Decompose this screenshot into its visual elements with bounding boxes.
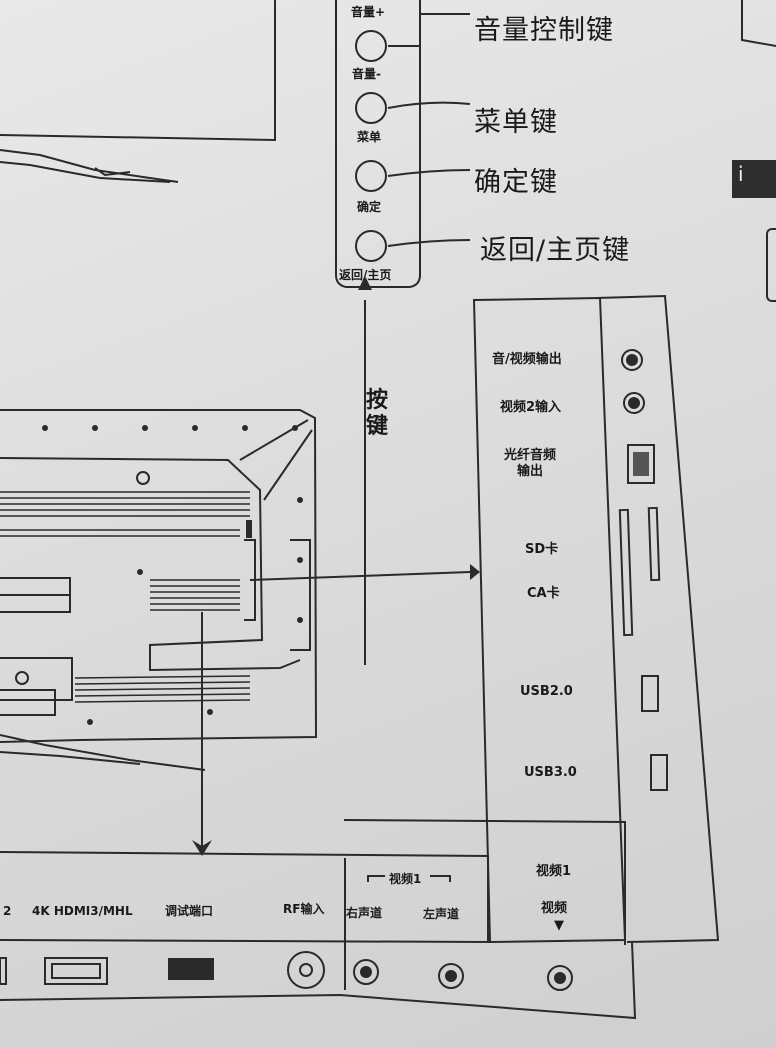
usb2-label: USB2.0 [520,684,573,699]
side-keys-strip [335,0,421,288]
back-home-key-callout: 返回/主页键 [480,235,631,266]
video1-side-top-label: 视频1 [536,864,572,879]
menu-label: 菜单 [357,130,382,144]
edge-tab-text: i [738,162,744,186]
usb3-label: USB3.0 [524,765,577,780]
partial-box [741,0,776,47]
ok-key-callout: 确定键 [474,167,558,198]
menu-key-callout: 菜单键 [474,107,558,138]
left-channel-label: 左声道 [423,907,460,921]
rf-input-label: RF输入 [283,902,325,916]
video2-input-label: 视频2输入 [500,400,562,415]
down-marker: ▼ [554,918,564,933]
back-button-circle [355,230,387,262]
sd-card-label: SD卡 [525,542,559,557]
volume-up-label: 音量+ [351,5,386,19]
debug-port-label: 调试端口 [165,904,214,918]
av-output-label: 音/视频输出 [492,352,562,367]
optical-audio-output-label: 光纤音频 输出 [504,448,557,479]
menu-button-circle [355,92,387,124]
ok-label: 确定 [357,200,382,214]
volume-button-circle [355,30,387,62]
bottom-panel-label-strip [0,851,489,944]
keys-vertical-label: 按键 [365,388,388,439]
side-panel-outline [472,296,627,944]
video1-group-title: 视频1 [389,872,422,886]
volume-down-label: 音量- [352,67,381,81]
volume-control-callout: 音量控制键 [474,15,614,46]
tv-front-outline [0,0,276,142]
edge-section-tab: i [732,160,776,198]
hdmi2-label: 2 [3,904,12,918]
right-channel-label: 右声道 [346,906,383,920]
video1-side-bottom-label: 视频 [541,901,568,916]
back-home-label: 返回/主页 [339,268,392,282]
edge-box [766,228,776,302]
ca-card-label: CA卡 [527,586,560,601]
ok-button-circle [355,160,387,192]
side-panel-edge [595,294,720,943]
hdmi3-mhl-label: 4K HDMI3/MHL [32,904,133,918]
